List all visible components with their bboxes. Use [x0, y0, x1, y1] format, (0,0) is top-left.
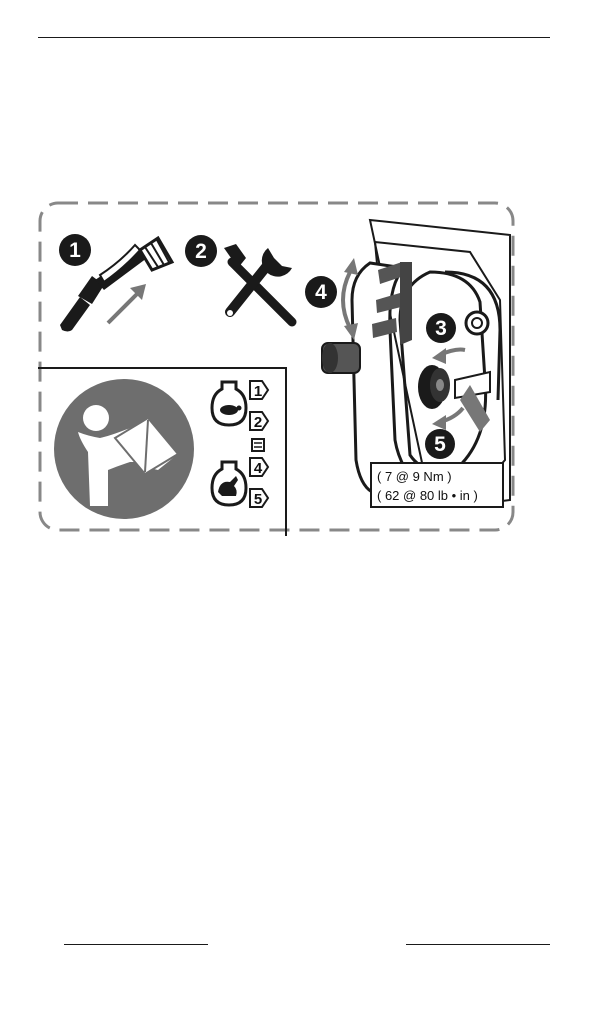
svg-text:1: 1 [254, 383, 262, 400]
svg-text:2: 2 [254, 414, 262, 431]
seq-continue-icon [251, 438, 265, 452]
grease-tool-icon [60, 235, 175, 332]
footer-rule-right [406, 944, 550, 945]
wrench-screwdriver-icon [224, 242, 298, 327]
torque-lb-in: ( 62 @ 80 lb • in ) [377, 488, 478, 503]
svg-text:5: 5 [434, 433, 446, 456]
footer-rule-left [64, 944, 208, 945]
arrow-down-left-icon [432, 406, 465, 430]
step-1-badge: 1 [59, 234, 91, 266]
svg-text:3: 3 [435, 317, 447, 340]
svg-text:5: 5 [254, 491, 262, 508]
dashed-frame [38, 201, 515, 532]
arrow-left-icon [432, 347, 466, 364]
step-4-badge: 4 [305, 276, 337, 308]
torque-spec-box: ( 7 @ 9 Nm ) ( 62 @ 80 lb • in ) [370, 462, 504, 508]
step-3-badge: 3 [426, 313, 456, 343]
svg-text:2: 2 [195, 240, 207, 263]
turtle-icon [210, 380, 248, 427]
arrow-up-right-icon [106, 284, 146, 325]
rotate-arrow-icon [341, 258, 358, 340]
read-manual-icon [54, 379, 194, 519]
svg-text:4: 4 [254, 460, 263, 477]
seq-step-5: 5 [249, 488, 270, 508]
manual-panel-border [38, 367, 287, 536]
caliper-drawing [321, 218, 511, 504]
torque-nm: ( 7 @ 9 Nm ) [377, 469, 452, 484]
step-2-badge: 2 [185, 235, 217, 267]
svg-text:4: 4 [315, 281, 327, 304]
seq-step-4: 4 [249, 457, 270, 477]
seq-step-1: 1 [249, 380, 270, 400]
header-rule [38, 37, 550, 38]
rabbit-icon [210, 460, 248, 507]
svg-text:1: 1 [69, 239, 81, 262]
seq-step-2: 2 [249, 411, 270, 431]
step-5-badge: 5 [425, 429, 455, 459]
